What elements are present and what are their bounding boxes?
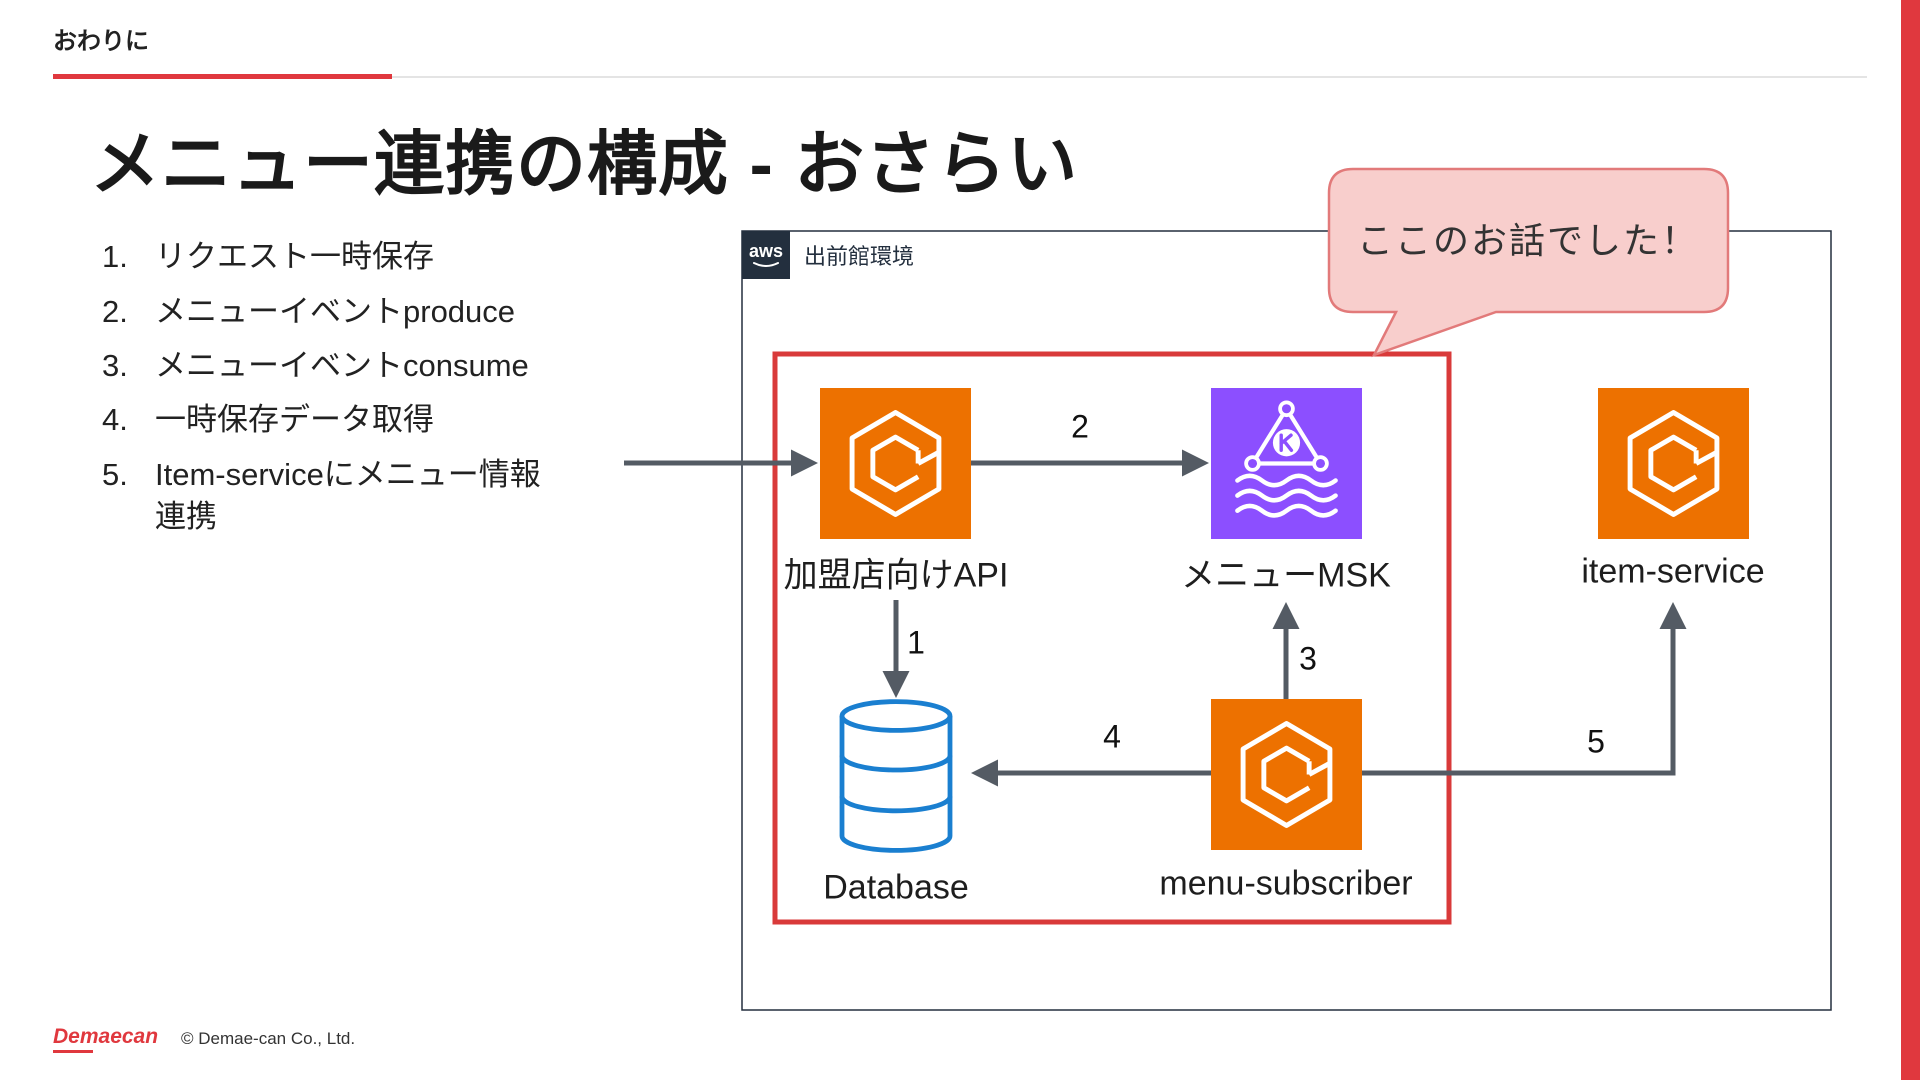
- step-text: Item-serviceにメニュー情報 連携: [155, 457, 541, 534]
- node-label-menu-subscriber: menu-subscriber: [1159, 864, 1413, 903]
- step-item: 2. メニューイベントproduce: [102, 291, 622, 375]
- header-accent-rule: [53, 74, 392, 79]
- node-label-franchise-api: 加盟店向けAPI: [783, 556, 1009, 595]
- msk-icon: [1211, 388, 1362, 539]
- edge-label-3: 3: [1299, 640, 1317, 677]
- section-label: おわりに: [53, 28, 149, 55]
- node-label-item-service: item-service: [1581, 552, 1765, 591]
- aws-logo: aws: [742, 231, 790, 279]
- step-item: 1. リクエスト一時保存: [102, 236, 622, 320]
- step-number: 1.: [102, 239, 128, 274]
- step-item: 4. 一時保存データ取得: [102, 399, 622, 483]
- step-number: 3.: [102, 348, 128, 383]
- step-text: 一時保存データ取得: [155, 402, 434, 437]
- step-text: リクエスト一時保存: [155, 239, 434, 274]
- aws-environment-frame: [741, 230, 1832, 1011]
- company-logo: Demaecan: [53, 1025, 159, 1048]
- step-number: 4.: [102, 402, 128, 437]
- highlight-frame: [772, 351, 1452, 925]
- step-text: メニューイベントproduce: [155, 294, 516, 329]
- step-text: メニューイベントconsume: [155, 348, 529, 383]
- step-item: 3. メニューイベントconsume: [102, 345, 622, 429]
- environment-label: 出前館環境: [804, 244, 915, 269]
- compute-icon: [1598, 388, 1749, 539]
- step-number: 5.: [102, 457, 128, 492]
- step-number: 2.: [102, 294, 128, 329]
- database-icon: [839, 699, 953, 853]
- callout-bubble: [1327, 167, 1730, 358]
- edge-label-5: 5: [1587, 723, 1605, 760]
- slide-title: メニュー連携の構成 - おさらい: [90, 125, 1079, 203]
- compute-icon: [1211, 699, 1362, 850]
- company-logo-underline: [53, 1050, 93, 1053]
- step-item: 5. Item-serviceにメニュー情報 連携: [102, 454, 622, 538]
- copyright-text: © Demae-can Co., Ltd.: [181, 1029, 356, 1048]
- compute-icon: [820, 388, 971, 539]
- callout-text: ここのお話でした！: [1356, 220, 1700, 261]
- aws-logo-text: aws: [749, 241, 783, 261]
- right-accent-bar: [1901, 0, 1920, 1080]
- header-divider: [392, 76, 1867, 78]
- edge-label-2: 2: [1071, 408, 1089, 445]
- edge-label-1: 1: [907, 624, 925, 661]
- node-label-menu-msk: メニューMSK: [1181, 556, 1391, 595]
- arrow-5-subscriber-to-item-service: [1362, 601, 1687, 776]
- edge-label-4: 4: [1103, 718, 1121, 755]
- node-label-database: Database: [823, 868, 969, 907]
